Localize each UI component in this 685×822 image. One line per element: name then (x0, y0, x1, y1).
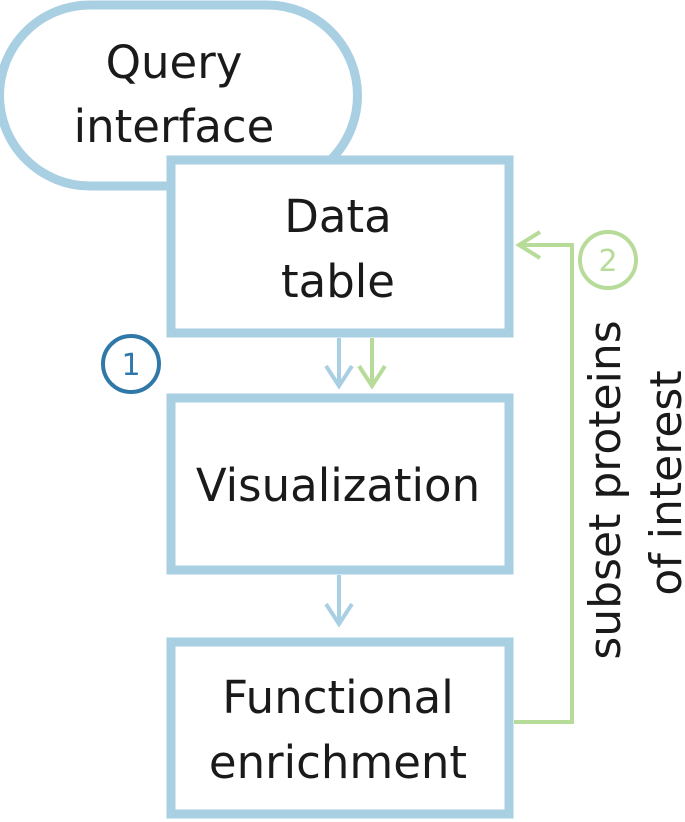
step-2-number: 2 (598, 244, 617, 279)
data-table-label-line1: Data (284, 190, 391, 243)
data-table-box (166, 155, 514, 338)
arrow-visualization-to-enrichment (324, 575, 354, 628)
query-interface-label-line1: Query (106, 36, 243, 89)
visualization-label: Visualization (196, 459, 480, 512)
data-table-label-line2: table (281, 255, 395, 308)
functional-enrichment-label-line2: enrichment (209, 736, 467, 789)
functional-enrichment-box (166, 637, 514, 819)
functional-enrichment-label-line1: Functional (222, 671, 453, 724)
step-1-number: 1 (121, 348, 140, 383)
visualization-box (166, 393, 514, 575)
step-2-badge: 2 (578, 230, 638, 290)
query-interface-label-line2: interface (74, 100, 275, 153)
arrow-data-to-visualization-blue (324, 338, 354, 390)
arrow-data-to-visualization-green (357, 338, 387, 390)
feedback-arrow (514, 230, 574, 724)
feedback-label-line2: of interest (641, 370, 685, 595)
feedback-label-line1: subset proteins (580, 320, 631, 659)
step-1-badge: 1 (101, 334, 161, 394)
